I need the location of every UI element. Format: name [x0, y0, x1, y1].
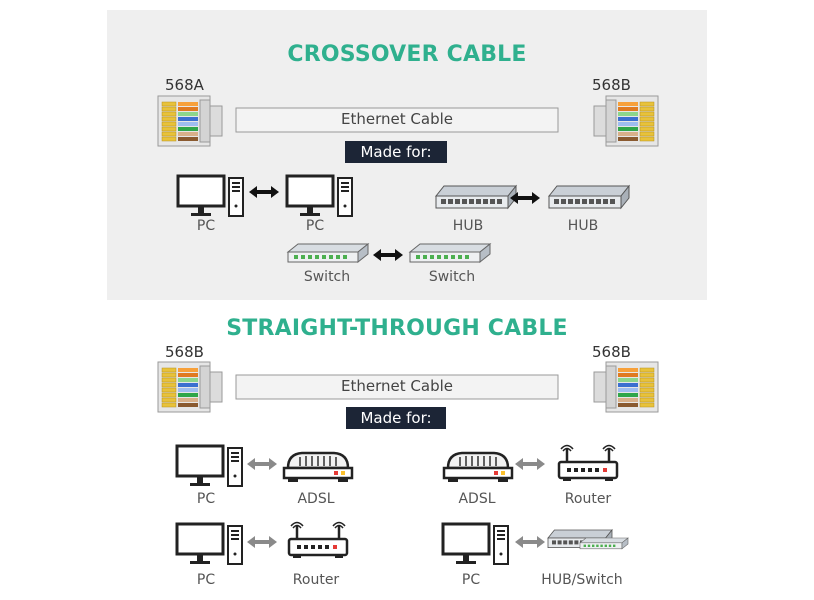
router-icon: [287, 521, 349, 560]
crossover-cable-label: Ethernet Cable: [341, 110, 453, 128]
straight-cable-label: Ethernet Cable: [341, 377, 453, 395]
router-icon: [557, 444, 619, 483]
double-arrow-icon: [515, 536, 545, 548]
pc-icon: [175, 522, 244, 566]
crossover-made-for: Made for:: [345, 141, 447, 163]
double-arrow-icon: [515, 458, 545, 470]
device-label: HUB: [452, 218, 484, 234]
device-label: PC: [196, 218, 216, 234]
crossover-right-standard: 568B: [592, 76, 631, 94]
straight-title: STRAIGHT-THROUGH CABLE: [226, 316, 568, 341]
double-arrow-icon: [247, 536, 277, 548]
device-label: ADSL: [297, 491, 335, 507]
device-label: ADSL: [458, 491, 496, 507]
rj45-connector-icon: [157, 361, 223, 413]
device-label: Switch: [303, 269, 351, 285]
device-label: PC: [196, 491, 216, 507]
straight-made-for: Made for:: [346, 407, 446, 429]
double-arrow-icon: [247, 458, 277, 470]
straight-left-standard: 568B: [165, 343, 204, 361]
pc-icon: [441, 522, 510, 566]
crossover-left-standard: 568A: [165, 76, 204, 94]
device-label: PC: [461, 572, 481, 588]
rj45-connector-icon: [593, 361, 659, 413]
adsl-modem-icon: [442, 451, 514, 484]
pc-icon: [175, 444, 244, 488]
device-label: Router: [564, 491, 612, 507]
switch-icon: [579, 537, 629, 550]
device-label: PC: [196, 572, 216, 588]
device-label: Router: [292, 572, 340, 588]
device-label: HUB/Switch: [541, 572, 623, 588]
straight-right-standard: 568B: [592, 343, 631, 361]
adsl-modem-icon: [282, 451, 354, 484]
device-label: Switch: [428, 269, 476, 285]
device-label: PC: [305, 218, 325, 234]
crossover-title: CROSSOVER CABLE: [287, 42, 527, 67]
device-label: HUB: [567, 218, 599, 234]
